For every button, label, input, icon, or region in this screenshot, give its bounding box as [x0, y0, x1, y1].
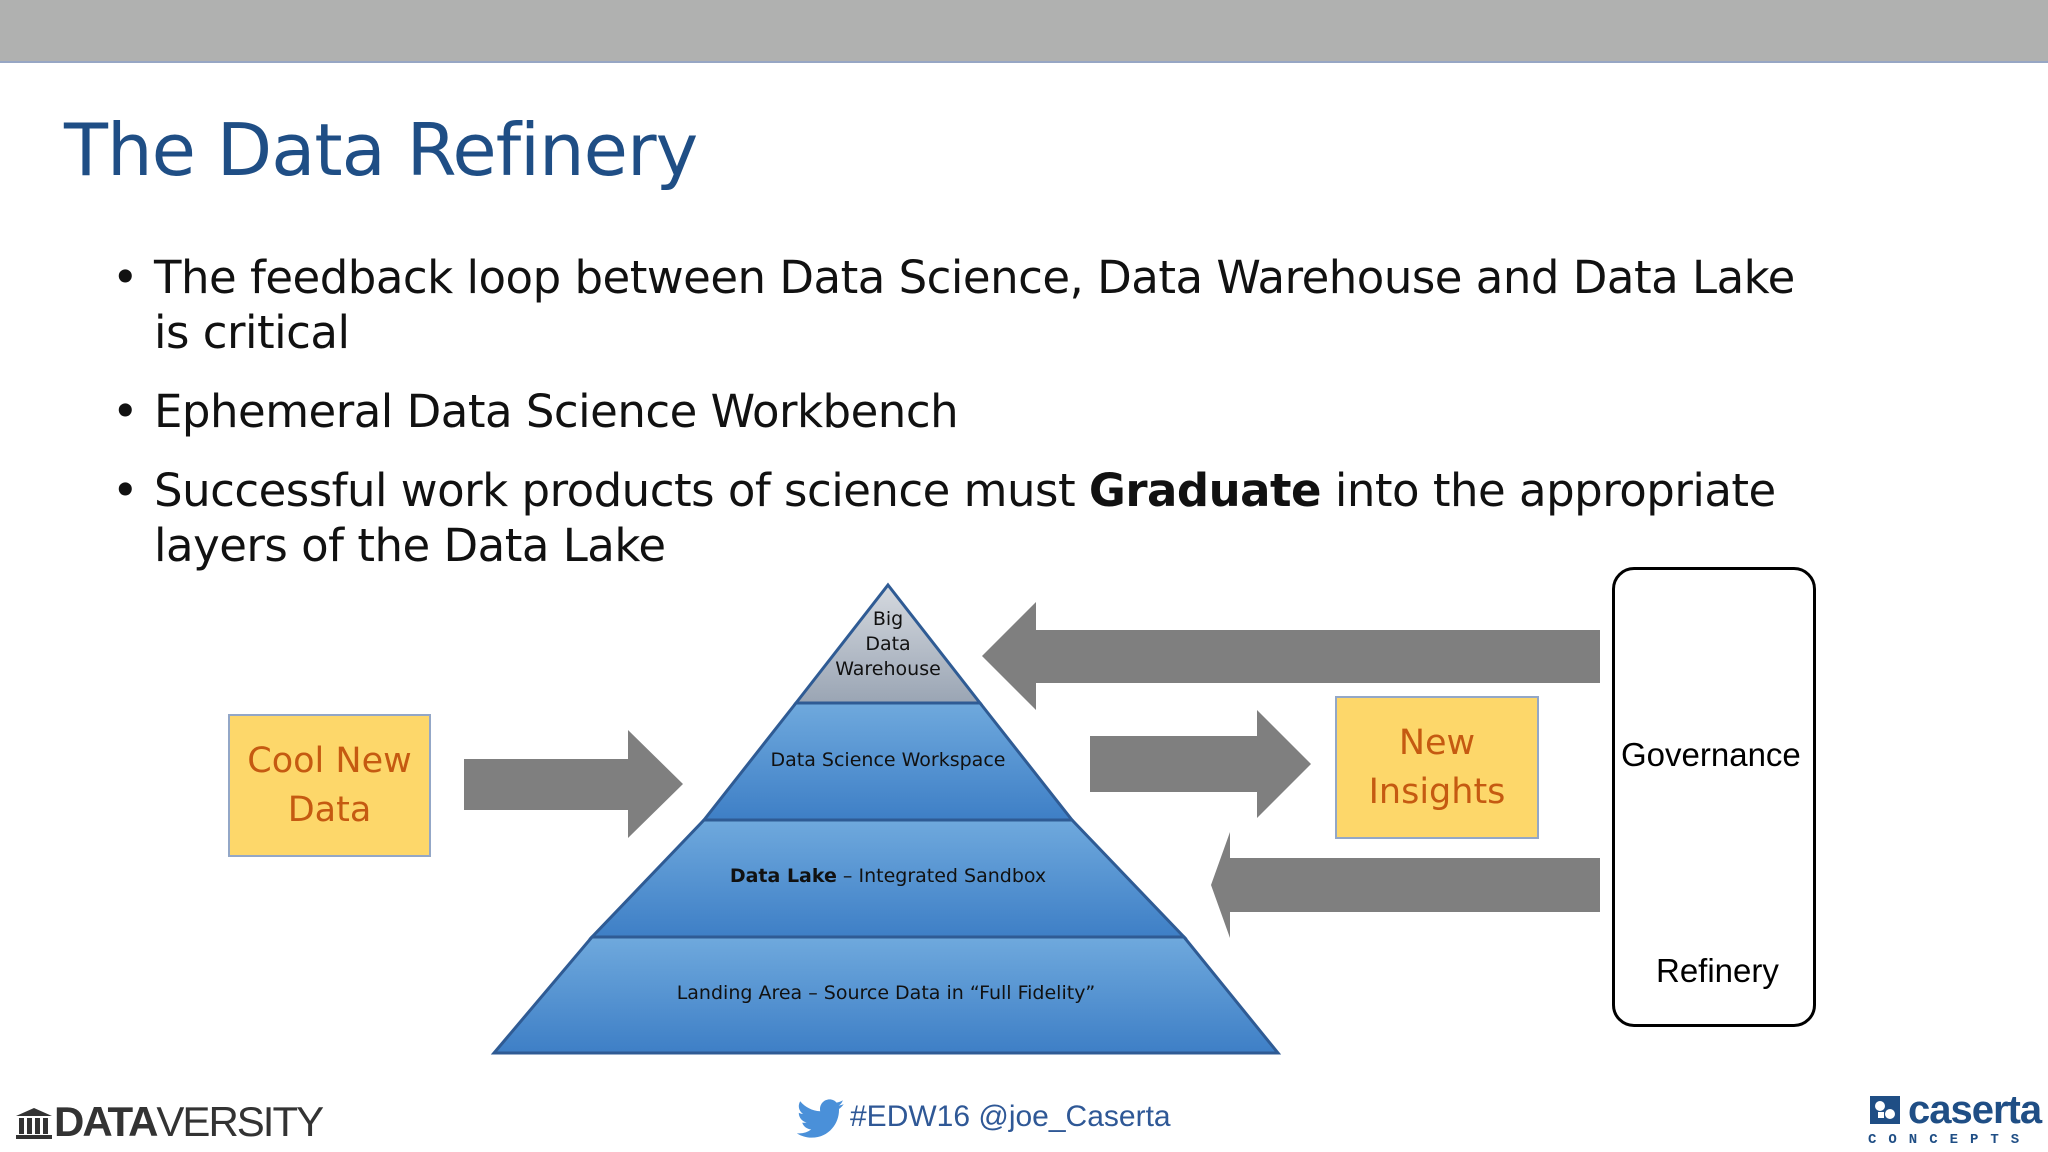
- layer-workspace-label: Data Science Workspace: [771, 749, 1006, 771]
- governance-refinery-panel: [1612, 567, 1816, 1027]
- apex-line-3: Warehouse: [835, 658, 941, 680]
- new-insights-box: New Insights: [1335, 696, 1539, 839]
- layer-landing-label: Landing Area – Source Data in “Full Fide…: [677, 982, 1096, 1004]
- new-insights-line2: Insights: [1368, 771, 1506, 812]
- arrow-into-pyramid: [464, 730, 683, 838]
- pyramid-layer-landing: [490, 935, 1282, 1055]
- arrow-to-insights: [1090, 710, 1311, 818]
- caserta-logo: caserta CONCEPTS: [1868, 1088, 2042, 1148]
- bullet-item: •The feedback loop between Data Science,…: [112, 251, 1795, 359]
- bullet-list: •The feedback loop between Data Science,…: [112, 250, 1832, 597]
- cool-new-data-line2: Data: [287, 789, 372, 830]
- building-icon: [16, 1108, 52, 1139]
- new-insights-line1: New: [1398, 722, 1476, 763]
- slide-title: The Data Refinery: [64, 108, 698, 192]
- layer-lake-label: Data Lake – Integrated Sandbox: [730, 865, 1046, 887]
- footer-hashtag: #EDW16 @joe_Caserta: [850, 1100, 1171, 1133]
- layer-lake-rest: – Integrated Sandbox: [837, 865, 1046, 887]
- cool-new-data-box: Cool New Data: [228, 714, 431, 857]
- twitter-bird-icon: [797, 1099, 845, 1138]
- caserta-word: caserta: [1908, 1088, 2042, 1132]
- apex-line-2: Data: [865, 633, 910, 655]
- dataversity-logo: DATAVERSITY: [14, 1098, 324, 1146]
- logo-light: VERSITY: [156, 1098, 324, 1145]
- cool-new-data-line1: Cool New: [247, 740, 412, 781]
- caserta-mark-icon: [1870, 1096, 1900, 1124]
- bullet-item: •Successful work products of science mus…: [112, 464, 1776, 572]
- refinery-label: Refinery: [1656, 952, 1779, 989]
- arrow-to-lake: [1211, 832, 1600, 938]
- apex-line-1: Big: [873, 608, 903, 630]
- top-bar: [0, 0, 2048, 63]
- bullet-item: •Ephemeral Data Science Workbench: [112, 385, 959, 438]
- logo-bold: DATA: [54, 1098, 158, 1145]
- governance-label: Governance: [1621, 736, 1801, 773]
- layer-lake-bold: Data Lake: [730, 865, 837, 887]
- caserta-sub: CONCEPTS: [1868, 1132, 2032, 1148]
- arrow-to-warehouse: [982, 602, 1600, 710]
